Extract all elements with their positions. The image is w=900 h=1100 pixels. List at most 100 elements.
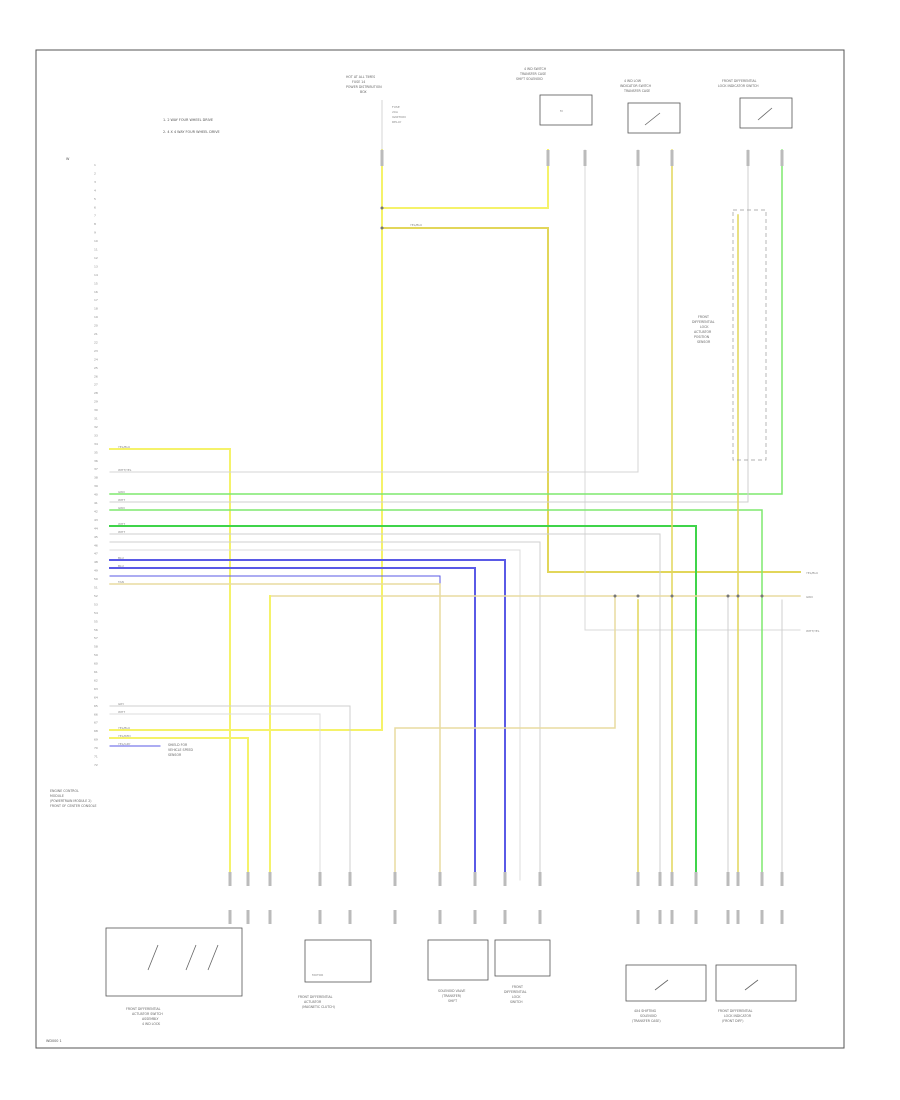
svg-text:(FRONT DIFF): (FRONT DIFF) <box>722 1019 743 1023</box>
svg-text:FRONT DIFFERENTIAL: FRONT DIFFERENTIAL <box>126 1007 161 1011</box>
wires <box>109 149 801 881</box>
ecu-pin-number: 13 <box>94 264 98 268</box>
ecu-pin-number: 68 <box>94 729 98 733</box>
top-component-2: 4 WD SWITCH TRANSFER CASE SHIFT SOLENOID… <box>516 67 593 126</box>
svg-text:20A: 20A <box>392 110 399 114</box>
connector-pin <box>726 910 730 924</box>
svg-text:MODULE: MODULE <box>50 794 64 798</box>
ecu-pin-number: 1 <box>94 163 96 167</box>
connector-pin <box>348 872 352 886</box>
ecu-pin-number: 45 <box>94 535 98 539</box>
connector-pin <box>246 872 250 886</box>
connector-pin <box>546 150 550 166</box>
svg-text:BLU: BLU <box>118 564 124 568</box>
ecu-pin-number: 57 <box>94 636 98 640</box>
svg-text:MOTOR: MOTOR <box>312 973 323 977</box>
ecu-pin-number: 58 <box>94 645 98 649</box>
svg-text:GRN: GRN <box>806 595 813 599</box>
svg-text:SOLENOID VALVE: SOLENOID VALVE <box>438 989 465 993</box>
ecu-pin-number: 37 <box>94 467 98 471</box>
wire-ecu-bot-3 <box>109 737 249 881</box>
svg-text:WHT/YEL: WHT/YEL <box>118 468 132 472</box>
ecu-pin-number: 6 <box>94 205 96 209</box>
connector-pin <box>438 872 442 886</box>
ecu-pin-number: 8 <box>94 222 96 226</box>
svg-text:GRN: GRN <box>118 490 125 494</box>
ecu-pin-number: 50 <box>94 577 98 581</box>
svg-text:POWER DISTRIBUTION: POWER DISTRIBUTION <box>346 85 382 89</box>
wire-ecu-6 <box>109 525 697 881</box>
svg-text:TRANSFER CASE: TRANSFER CASE <box>623 89 650 93</box>
ecu-pin-column: 1234567891011121314151617181920212223242… <box>94 163 98 767</box>
svg-text:LOCK INDICATOR SWITCH: LOCK INDICATOR SWITCH <box>718 84 759 88</box>
connector-pin <box>228 910 232 924</box>
svg-text:FRONT OF CENTER CONSOLE: FRONT OF CENTER CONSOLE <box>50 804 97 808</box>
top-component-fuse: HOT AT ALL TIMES FUSE 14 POWER DISTRIBUT… <box>346 75 406 150</box>
svg-text:YEL/BLU: YEL/BLU <box>118 726 130 730</box>
note-2: 2. 4 X 4 WAY FOUR WHEEL DRIVE <box>163 130 220 134</box>
bottom-component-6: FRONT DIFFERENTIAL LOCK INDICATOR (FRONT… <box>715 964 797 1023</box>
connector-pin <box>268 910 272 924</box>
ecu-pin-number: 53 <box>94 602 98 606</box>
bottom-component-1: FRONT DIFFERENTIAL ACTUATOR SWITCH ASSEM… <box>105 927 243 1026</box>
diagram-frame <box>35 49 845 1049</box>
connector-pin <box>658 910 662 924</box>
wire-ecu-1 <box>109 448 231 881</box>
svg-text:(TRANSFER): (TRANSFER) <box>442 994 461 998</box>
connector-pin <box>473 872 477 886</box>
shield-label: SHIELD FOR VEHICLE SPEED SENSOR <box>168 743 194 757</box>
connector-pin <box>473 910 477 924</box>
ecu-pin-number: 4 <box>94 188 96 192</box>
svg-text:4 WD SWITCH: 4 WD SWITCH <box>524 67 547 71</box>
connector-pin <box>736 872 740 886</box>
svg-text:FRONT: FRONT <box>512 985 523 989</box>
svg-text:SHIFT: SHIFT <box>448 999 457 1003</box>
connector-pin <box>726 872 730 886</box>
ecu-pin-number: 2 <box>94 171 96 175</box>
svg-text:TRANSFER CASE: TRANSFER CASE <box>519 72 546 76</box>
connector-pin <box>670 150 674 166</box>
ecu-pin-number: 15 <box>94 281 98 285</box>
svg-text:ACTUATOR SWITCH: ACTUATOR SWITCH <box>132 1012 163 1016</box>
svg-text:YEL/BLU: YEL/BLU <box>118 445 130 449</box>
svg-text:IGNITION: IGNITION <box>392 115 406 119</box>
connector-pin <box>670 910 674 924</box>
ecu-pin-number: 12 <box>94 256 98 260</box>
wire-fuse-yellow <box>109 149 383 731</box>
svg-text:FUSE: FUSE <box>392 105 400 109</box>
svg-text:(TRANSFER CASE): (TRANSFER CASE) <box>632 1019 661 1023</box>
ecu-pin-number: 28 <box>94 391 98 395</box>
wire-ecu-bot-2 <box>109 713 321 881</box>
connector-pin <box>393 910 397 924</box>
ecu-pin-number: 35 <box>94 450 98 454</box>
connector-pin <box>318 910 322 924</box>
ecu-pin-number: 31 <box>94 417 98 421</box>
bottom-component-3: SOLENOID VALVE (TRANSFER) SHIFT <box>427 939 489 1003</box>
svg-text:(POWERTRAIN MODULE 2): (POWERTRAIN MODULE 2) <box>50 799 92 803</box>
wire-ecu-blue-1 <box>109 559 506 881</box>
connector-pin <box>348 910 352 924</box>
ecu-pin-number: 16 <box>94 290 98 294</box>
connector-pin <box>780 150 784 166</box>
wire-ecu-9 <box>109 549 521 881</box>
ecu-pin-number: 63 <box>94 687 98 691</box>
wire-ecu-tan <box>109 583 441 881</box>
ecu-pin-number: 3 <box>94 180 96 184</box>
svg-text:YEL/BLU: YEL/BLU <box>410 223 422 227</box>
connector-pin <box>380 150 384 166</box>
svg-text:POSITION: POSITION <box>694 335 710 339</box>
connector-pin <box>268 872 272 886</box>
ecu-pin-number: 51 <box>94 586 98 590</box>
ecu-pin-number: 54 <box>94 611 98 615</box>
ecu-pin-number: 22 <box>94 340 98 344</box>
wire-fuse-branch-2 <box>381 227 801 573</box>
ecu-pin-number: 7 <box>94 214 96 218</box>
connector-pin <box>438 910 442 924</box>
ecu-pin-number: 27 <box>94 383 98 387</box>
svg-text:4X4 SHIFTING: 4X4 SHIFTING <box>634 1009 657 1013</box>
svg-text:HOT AT ALL TIMES: HOT AT ALL TIMES <box>346 75 375 79</box>
svg-text:WHT/YEL: WHT/YEL <box>806 629 820 633</box>
svg-text:4 WD LOW: 4 WD LOW <box>624 79 642 83</box>
ecu-pin-number: 9 <box>94 231 96 235</box>
ecu-pin-number: 38 <box>94 476 98 480</box>
